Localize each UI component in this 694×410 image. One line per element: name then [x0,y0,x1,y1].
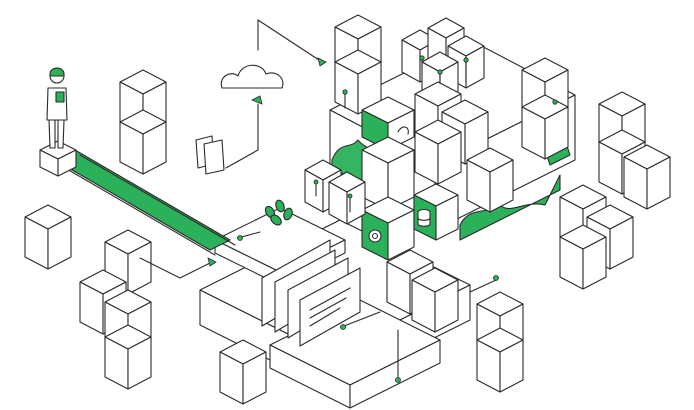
platform-lower [269,299,441,409]
cube-cluster-far-right [559,91,671,290]
cube-stack-top-left [119,69,167,175]
leaf-icon [264,199,293,226]
upload-arrow-icon [397,126,409,135]
person-figure [39,67,77,177]
document-stack [261,239,361,347]
database-cube [413,183,459,241]
server-cubes [304,159,366,225]
cube-left [24,204,72,270]
upload-arrow-icon [251,95,263,105]
cube-cluster-right [414,57,569,213]
person-icon [46,67,68,149]
center-tower [361,96,415,261]
folder-icon [195,135,225,175]
cloud-icon [220,64,284,89]
cube-stack-bottom-left [79,229,152,390]
cube-bottom-center [219,339,267,405]
database-icon [417,208,431,227]
connector-lines [139,89,499,383]
gear-icon [368,229,382,243]
